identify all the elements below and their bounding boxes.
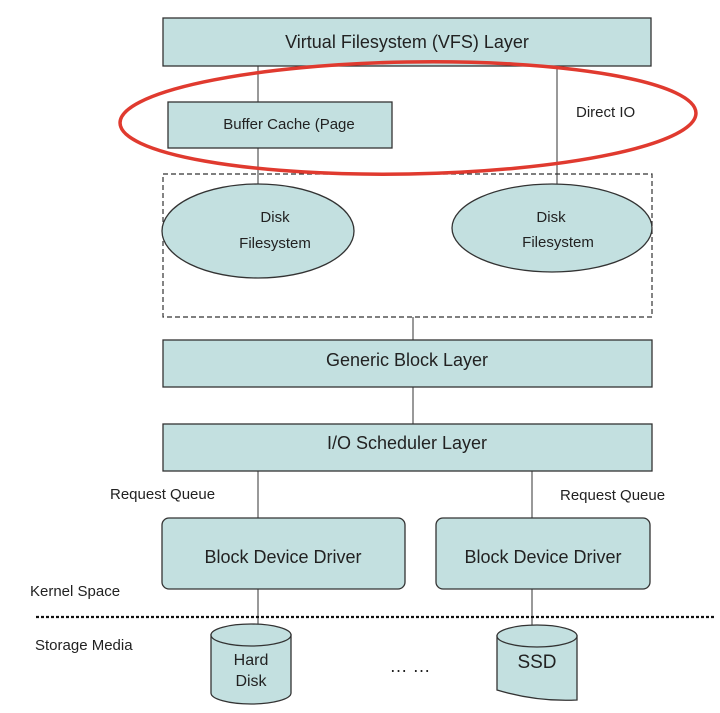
disk-fs-left-line2: Filesystem bbox=[239, 235, 311, 252]
generic-block-layer-label: Generic Block Layer bbox=[326, 350, 488, 370]
disk-fs-right-line1: Disk bbox=[536, 209, 566, 226]
storage-media-label: Storage Media bbox=[35, 637, 133, 654]
more-devices-ellipsis: … … bbox=[389, 656, 430, 676]
direct-io-label: Direct IO bbox=[576, 104, 635, 121]
block-driver-left-box bbox=[161, 517, 406, 590]
io-scheduler-layer-box bbox=[162, 423, 653, 472]
kernel-space-label: Kernel Space bbox=[30, 583, 120, 600]
buffer-cache-box bbox=[167, 101, 393, 149]
hard-disk-line2: Disk bbox=[235, 673, 267, 690]
disk-fs-left-line1: Disk bbox=[260, 209, 290, 226]
vfs-layer-label: Virtual Filesystem (VFS) Layer bbox=[285, 32, 529, 52]
highlight-ellipse bbox=[118, 60, 698, 176]
buffer-cache-label: Buffer Cache (Page bbox=[223, 116, 354, 133]
disk-filesystem-left bbox=[161, 183, 355, 279]
ssd-label: SSD bbox=[517, 652, 556, 673]
vfs-layer-box bbox=[162, 17, 652, 67]
block-driver-right-box bbox=[435, 517, 651, 590]
disk-fs-right-line2: Filesystem bbox=[522, 234, 594, 251]
request-queue-right-label: Request Queue bbox=[560, 487, 665, 504]
hard-disk-icon bbox=[210, 623, 292, 705]
io-scheduler-layer-label: I/O Scheduler Layer bbox=[327, 433, 487, 453]
disk-filesystem-right bbox=[451, 183, 653, 273]
generic-block-layer-box bbox=[162, 339, 653, 388]
block-driver-left-label: Block Device Driver bbox=[204, 547, 361, 567]
hard-disk-line1: Hard bbox=[234, 652, 269, 669]
block-driver-right-label: Block Device Driver bbox=[464, 547, 621, 567]
ssd-icon bbox=[496, 624, 578, 701]
request-queue-left-label: Request Queue bbox=[110, 486, 215, 503]
